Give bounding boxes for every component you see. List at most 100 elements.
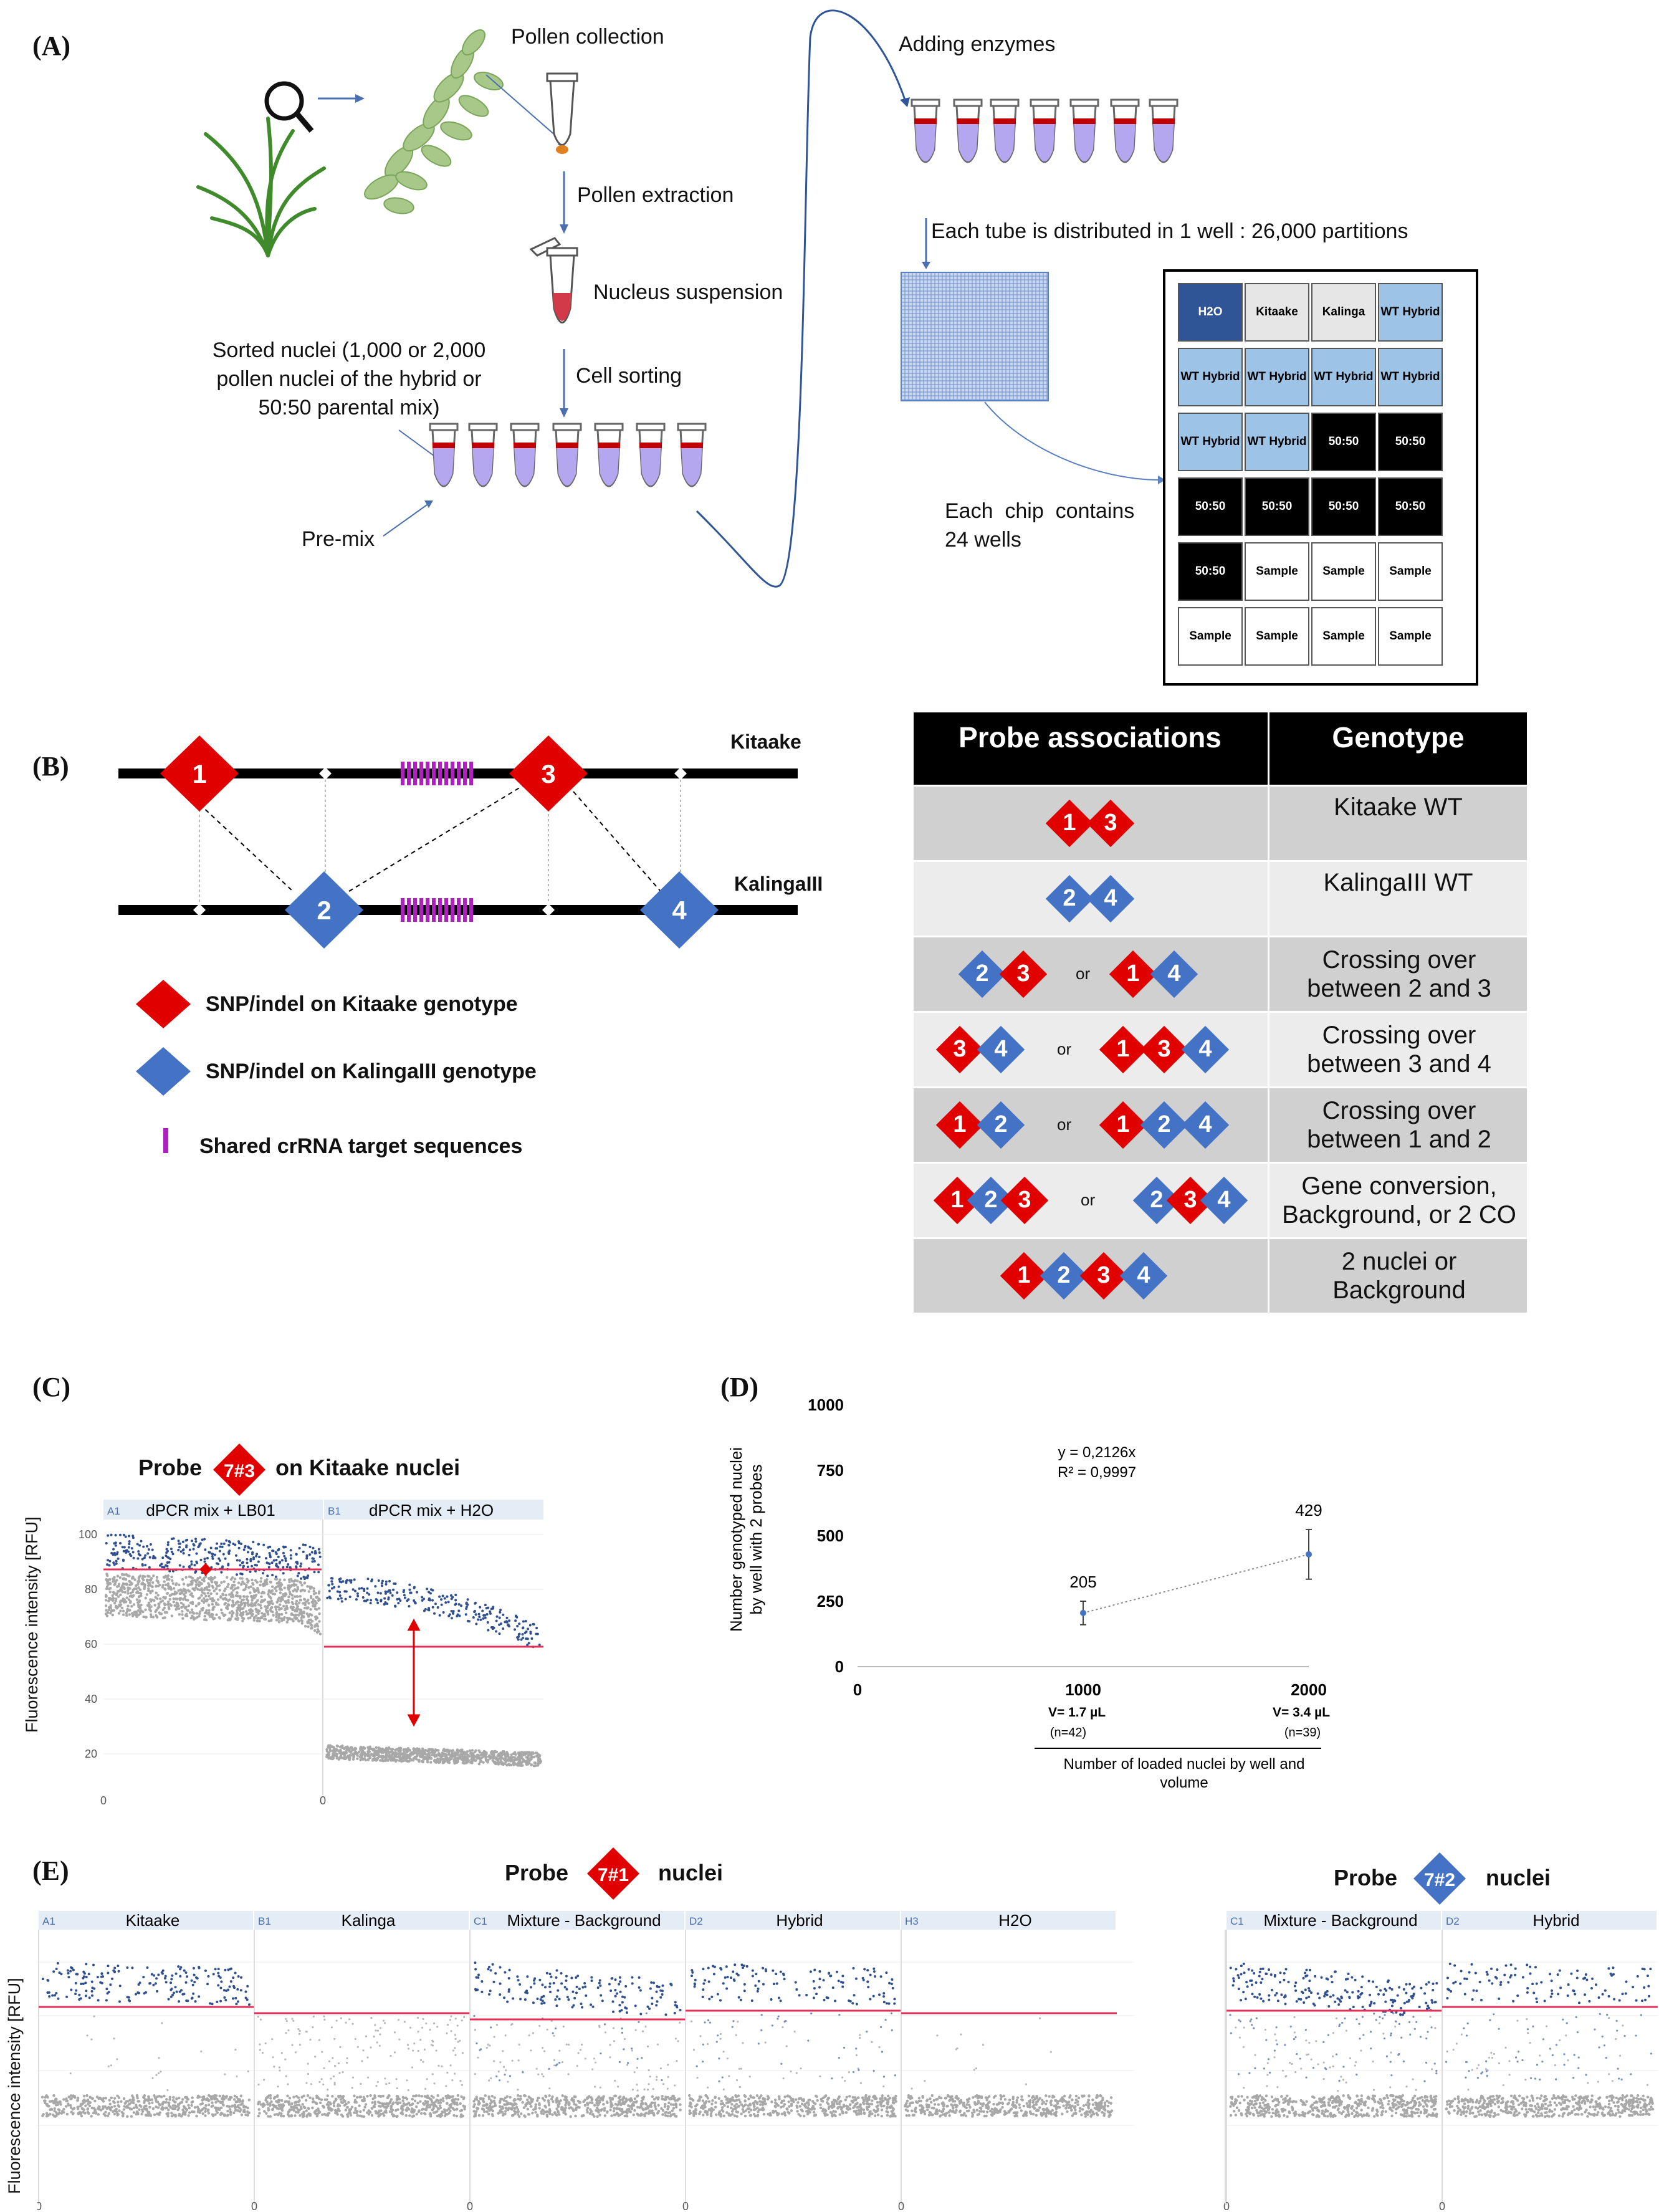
probe-number: 4 (1167, 960, 1181, 987)
x-axis-label-2: volume (1160, 1774, 1208, 1791)
sorted-tube-5 (594, 423, 624, 487)
well-name: Mixture - Background (507, 1911, 661, 1930)
sorted-tubes (429, 423, 707, 487)
well-b1-id: B1 (328, 1505, 341, 1517)
n-2000: (n=39) (1284, 1726, 1321, 1740)
probe-number: 1 (1017, 1262, 1031, 1289)
chip-well: WT Hybrid (1378, 348, 1443, 406)
x-tick-label: 1000 (1065, 1680, 1101, 1699)
enzyme-tube-4 (1030, 98, 1059, 163)
data-point (1306, 1551, 1312, 1558)
probe-number: 2 (975, 960, 989, 987)
panel-c-plot: A1 dPCR mix + LB01 B1 dPCR mix + H2O 100… (79, 1500, 543, 1807)
chip-well: 50:50 (1311, 413, 1376, 471)
probe-4-diamond: 4 (640, 871, 719, 949)
panel-e-title1-prefix: Probe (505, 1860, 569, 1885)
legend-red-diamond (136, 980, 191, 1028)
probe-number: 2 (1063, 885, 1076, 912)
n-1000: (n=42) (1050, 1726, 1086, 1740)
probe-number: 1 (1116, 1036, 1130, 1063)
svg-text:80: 80 (85, 1583, 97, 1596)
probe-number: 1 (950, 1187, 964, 1214)
chip-well: Sample (1178, 607, 1243, 666)
probe-number: 3 (953, 1036, 967, 1063)
panel-c-ylabel: Fluorescence intensity [RFU] (22, 1516, 41, 1733)
probe-number: 1 (1126, 960, 1140, 987)
data-point (1080, 1609, 1086, 1616)
panel-b-chromosomes: 1 3 2 4 (118, 735, 798, 1153)
panel-c-title-suffix: on Kitaake nuclei (275, 1455, 461, 1480)
well-id: D2 (689, 1915, 703, 1927)
distribution-label: Each tube is distributed in 1 well : 26,… (931, 219, 1408, 243)
sorted-tube-6 (636, 423, 666, 487)
volume-2000: V= 3.4 µL (1273, 1705, 1330, 1720)
probe-3-diamond: 3 (509, 735, 588, 812)
svg-text:100: 100 (79, 1528, 97, 1541)
probe-number: 4 (1198, 1036, 1212, 1063)
probe-number: 3 (1016, 960, 1030, 987)
trend-line (1083, 1553, 1309, 1614)
sorted-tube-7 (677, 423, 707, 487)
legend-blue-diamond (136, 1047, 191, 1096)
nucleus-tube-icon (529, 237, 578, 323)
probe-number: 4 (1198, 1111, 1212, 1138)
genotype-text: Background, or 2 CO (1282, 1201, 1516, 1228)
chip-well: Sample (1245, 607, 1309, 666)
legend-magenta-bar (163, 1128, 168, 1153)
panel-a-drawing (196, 9, 1179, 588)
x-tick: 0 (37, 2200, 42, 2212)
chip-well: WT Hybrid (1245, 348, 1309, 406)
y-axis-label-2: by well with 2 probes (747, 1464, 765, 1614)
probe-number: 1 (1063, 810, 1076, 836)
x-tick-label: 0 (853, 1680, 862, 1699)
legend-red-label: SNP/indel on Kitaake genotype (206, 992, 518, 1016)
svg-text:0: 0 (320, 1794, 326, 1807)
svg-text:20: 20 (85, 1748, 97, 1760)
chip-well: WT Hybrid (1311, 348, 1376, 406)
enzyme-tubes (911, 98, 1179, 163)
enzyme-tube-3 (990, 98, 1020, 163)
or-label: or (1081, 1190, 1096, 1209)
probe-7-3-diamond: 7#3 (213, 1444, 265, 1496)
separation-arrow-a1 (199, 1563, 212, 1576)
svg-text:3: 3 (541, 759, 555, 788)
chip-well: Sample (1245, 542, 1309, 601)
chip-well: 50:50 (1378, 413, 1443, 471)
probe-number: 2 (1150, 1187, 1164, 1214)
pollen-collection-label: Pollen collection (511, 25, 664, 49)
enzyme-tube-5 (1069, 98, 1099, 163)
well-id: H3 (905, 1915, 919, 1927)
header-genotype: Genotype (1268, 712, 1527, 785)
data-label: 429 (1295, 1501, 1322, 1520)
enzyme-tube-2 (953, 98, 983, 163)
x-tick: 0 (682, 2200, 689, 2212)
x-tick: 0 (898, 2200, 904, 2212)
panel-e-ylabel: Fluorescence intensity [RFU] (5, 1978, 24, 2194)
svg-text:4: 4 (672, 896, 687, 925)
probe-2-diamond: 2 (285, 871, 363, 949)
well-a1-id: A1 (107, 1505, 120, 1517)
chip-contains-label: Each chip contains 24 wells (945, 499, 1135, 552)
probe-number: 2 (1057, 1262, 1071, 1289)
enzyme-tube-7 (1149, 98, 1179, 163)
separation-arrow-b1 (407, 1618, 421, 1727)
genotype-text: Gene conversion, (1301, 1172, 1497, 1200)
x-tick: 0 (251, 2200, 257, 2212)
panel-e-title1-suffix: nuclei (658, 1860, 724, 1885)
probe-number: 3 (1018, 1187, 1031, 1214)
well-name: Kitaake (126, 1911, 180, 1930)
chip-well: WT Hybrid (1178, 413, 1243, 471)
pollen-extraction-label: Pollen extraction (577, 183, 734, 207)
kalinga-label: KalingaIII (734, 873, 823, 895)
y-axis-label-1: Number genotyped nuclei (727, 1447, 745, 1632)
equation-line-2: R² = 0,9997 (1058, 1464, 1136, 1481)
